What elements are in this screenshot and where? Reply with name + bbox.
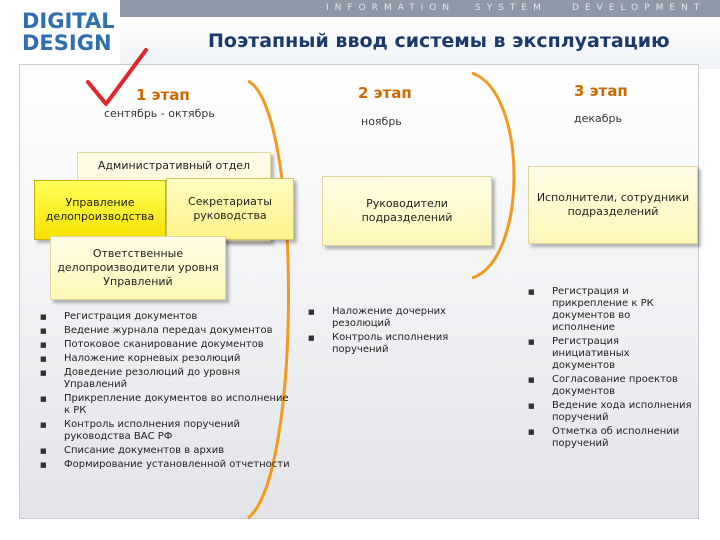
list-item: ■Регистрация документов bbox=[40, 311, 198, 322]
top-banner: INFORMATION SYSTEM DEVELOPMENT bbox=[120, 0, 720, 17]
square-bullet-icon: ■ bbox=[528, 428, 535, 436]
banner-word-system: SYSTEM bbox=[475, 3, 547, 13]
list-item: ■Контроль исполнения поручений руководст… bbox=[40, 419, 240, 442]
stage-2-task-list: ■Наложение дочерних резолюций ■Контроль … bbox=[308, 306, 472, 358]
square-bullet-icon: ■ bbox=[40, 447, 47, 455]
list-item: ■Согласование проектов документов bbox=[528, 374, 678, 397]
admin-department-label: Административный отдел bbox=[97, 159, 251, 172]
stage-1-date: сентябрь - октябрь bbox=[104, 107, 215, 120]
responsible-clerks-box: Ответственные делопроизводители уровня У… bbox=[50, 236, 226, 300]
square-bullet-icon: ■ bbox=[40, 341, 47, 349]
logo-line-1: DIGITAL bbox=[22, 9, 115, 33]
stage-3-task-list: ■Регистрация и прикрепление к РК докумен… bbox=[528, 286, 692, 452]
stage-2-label: 2 этап bbox=[358, 84, 412, 102]
list-item: ■Ведение хода исполнения поручений bbox=[528, 400, 692, 423]
logo-line-2: DESIGN bbox=[22, 31, 112, 55]
square-bullet-icon: ■ bbox=[40, 421, 47, 429]
square-bullet-icon: ■ bbox=[40, 313, 47, 321]
management-label: Управление делопроизводства bbox=[45, 196, 155, 223]
stage-3-label: 3 этап bbox=[574, 82, 628, 100]
stage-1-label: 1 этап bbox=[136, 86, 190, 104]
unit-heads-label: Руководители подразделений bbox=[361, 197, 453, 224]
square-bullet-icon: ■ bbox=[40, 327, 47, 335]
header bbox=[120, 17, 720, 69]
list-item: ■Отметка об исполнении поручений bbox=[528, 426, 680, 449]
stage-separator-1 bbox=[247, 79, 290, 520]
stage-1-task-list: ■Регистрация документов ■Ведение журнала… bbox=[40, 311, 290, 473]
square-bullet-icon: ■ bbox=[528, 402, 535, 410]
square-bullet-icon: ■ bbox=[528, 288, 535, 296]
list-item: ■Контроль исполнения поручений bbox=[308, 332, 449, 355]
secretariats-label: Секретариаты руководства bbox=[188, 195, 272, 222]
square-bullet-icon: ■ bbox=[308, 334, 315, 342]
checkmark-icon bbox=[86, 48, 148, 106]
list-item: ■Прикрепление документов во исполнение к… bbox=[40, 393, 289, 416]
list-item: ■Ведение журнала передач документов bbox=[40, 325, 273, 336]
list-item: ■Доведение резолюций до уровня Управлени… bbox=[40, 367, 241, 390]
logo: DIGITAL DESIGN bbox=[0, 0, 120, 64]
list-item: ■Списание документов в архив bbox=[40, 445, 225, 456]
executors-label: Исполнители, сотрудники подразделений bbox=[536, 191, 690, 218]
list-item: ■Наложение дочерних резолюций bbox=[308, 306, 447, 329]
square-bullet-icon: ■ bbox=[40, 395, 47, 403]
banner-word-development: DEVELOPMENT bbox=[572, 3, 706, 13]
unit-heads-box: Руководители подразделений bbox=[322, 176, 492, 246]
square-bullet-icon: ■ bbox=[40, 355, 47, 363]
stage-3-date: декабрь bbox=[574, 112, 623, 125]
list-item: ■Регистрация инициативных документов bbox=[528, 336, 630, 371]
responsible-clerks-label: Ответственные делопроизводители уровня У… bbox=[57, 247, 219, 288]
square-bullet-icon: ■ bbox=[308, 308, 315, 316]
list-item: ■Формирование установленной отчетности bbox=[40, 459, 290, 470]
banner-word-information: INFORMATION bbox=[326, 3, 456, 13]
stage-2-date: ноябрь bbox=[361, 115, 402, 128]
page-title: Поэтапный ввод системы в эксплуатацию bbox=[208, 30, 670, 52]
management-box: Управление делопроизводства bbox=[34, 180, 166, 240]
square-bullet-icon: ■ bbox=[40, 369, 47, 377]
square-bullet-icon: ■ bbox=[528, 376, 535, 384]
list-item: ■Потоковое сканирование документов bbox=[40, 339, 264, 350]
secretariats-box: Секретариаты руководства bbox=[166, 178, 294, 240]
list-item: ■Наложение корневых резолюций bbox=[40, 353, 241, 364]
stage-separator-2 bbox=[471, 71, 516, 280]
square-bullet-icon: ■ bbox=[528, 338, 535, 346]
executors-box: Исполнители, сотрудники подразделений bbox=[528, 166, 698, 244]
square-bullet-icon: ■ bbox=[40, 461, 47, 469]
list-item: ■Регистрация и прикрепление к РК докумен… bbox=[528, 286, 654, 333]
